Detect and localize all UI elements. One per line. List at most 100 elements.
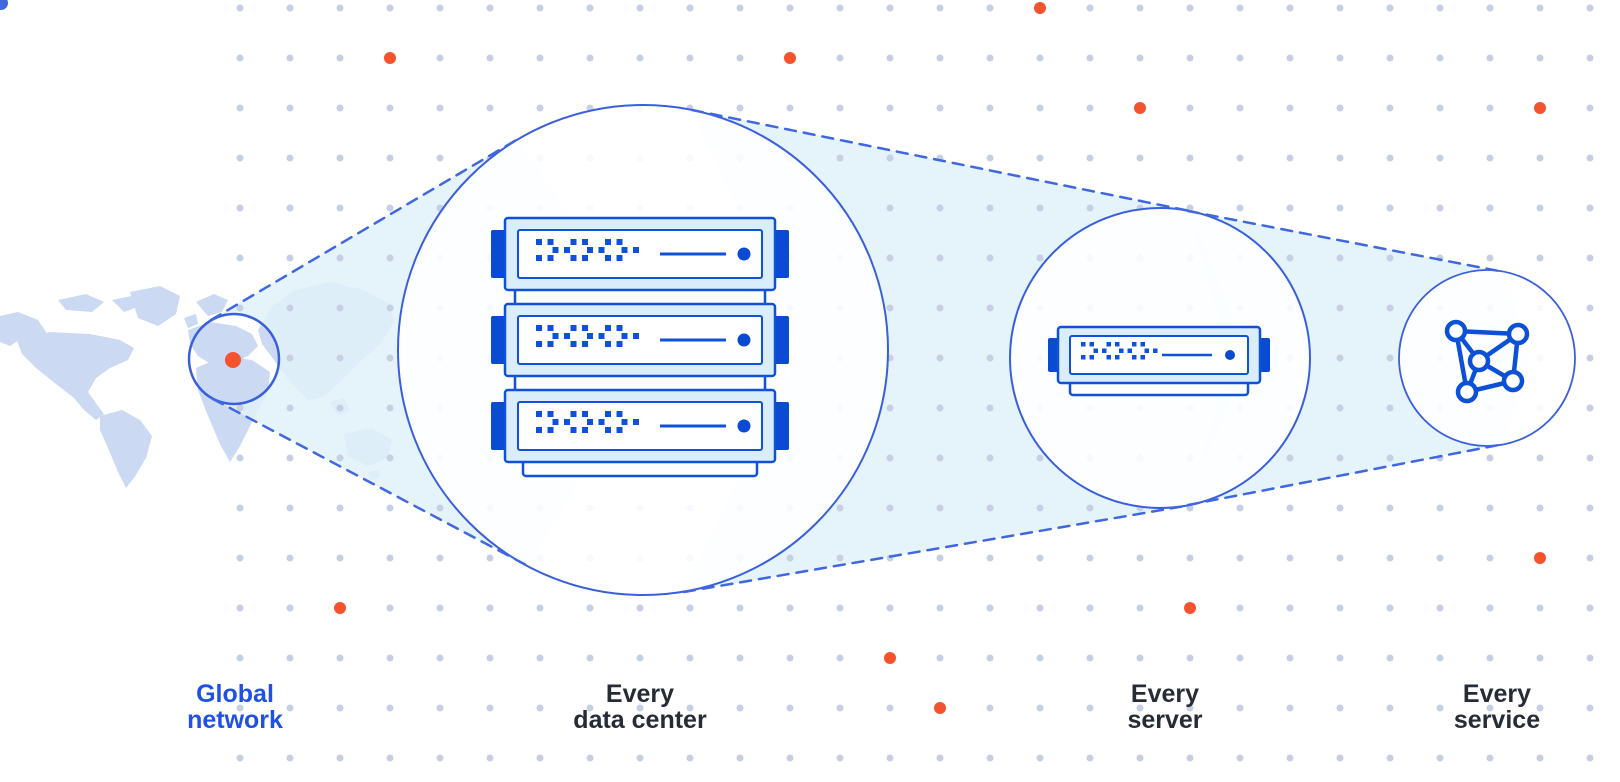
orange-dot (334, 602, 346, 614)
grid-dot (936, 604, 944, 612)
grid-dot (936, 504, 944, 512)
grid-dot (836, 704, 844, 712)
grid-dot (1336, 554, 1344, 562)
vent-pattern-square (1106, 355, 1111, 360)
grid-dot (836, 554, 844, 562)
grid-dot (736, 54, 744, 62)
label-line: Every (605, 680, 675, 708)
grid-dot (536, 754, 544, 762)
vent-pattern-square (582, 239, 588, 245)
grid-dot (1436, 654, 1444, 662)
vent-pattern-square (547, 411, 554, 417)
grid-dot (1236, 154, 1244, 162)
grid-dot (1536, 204, 1544, 212)
vent-pattern-square (1081, 342, 1086, 347)
grid-dot (636, 654, 644, 662)
vent-pattern-square (605, 255, 611, 261)
grid-dot (1436, 554, 1444, 562)
grid-dot (986, 154, 994, 162)
grid-dot (1036, 154, 1044, 162)
grid-dot (236, 304, 244, 312)
grid-dot (536, 604, 544, 612)
grid-dot (786, 554, 794, 562)
grid-dot (1036, 654, 1044, 662)
grid-dot (1236, 604, 1244, 612)
single-server-icon (1048, 325, 1270, 397)
grid-dot (1586, 54, 1594, 62)
vent-pattern-square (616, 239, 623, 245)
grid-dot (1286, 604, 1294, 612)
grid-dot (1586, 104, 1594, 112)
continent-shape (58, 294, 104, 312)
vent-pattern-square (1132, 355, 1137, 360)
vent-pattern-square (570, 411, 577, 417)
vent-pattern-square (536, 341, 542, 347)
grid-dot (936, 654, 944, 662)
vent-pattern-square (1089, 342, 1094, 347)
grid-dot (986, 554, 994, 562)
vent-pattern-square (605, 239, 611, 245)
grid-dot (886, 504, 894, 512)
vent-pattern-square (547, 341, 554, 347)
grid-dot (1386, 404, 1394, 412)
grid-dot (1536, 754, 1544, 762)
grid-dot (286, 354, 294, 362)
label-line: server (1127, 706, 1203, 734)
vent-pattern-square (570, 255, 577, 261)
grid-dot (1336, 104, 1344, 112)
orange-dot (384, 52, 396, 64)
grid-dot (436, 104, 444, 112)
label-line: data center (573, 706, 707, 734)
grid-dot (1586, 404, 1594, 412)
grid-dot (386, 254, 394, 262)
grid-dot (686, 754, 694, 762)
grid-dot (1086, 504, 1094, 512)
grid-dot (1036, 554, 1044, 562)
grid-dot (936, 54, 944, 62)
grid-dot (1486, 704, 1494, 712)
grid-dot (1236, 554, 1244, 562)
vent-pattern-square (605, 341, 611, 347)
grid-dot (986, 604, 994, 612)
grid-dot (1036, 704, 1044, 712)
label-every-server: Every server (1127, 681, 1202, 733)
grid-dot (1386, 304, 1394, 312)
orange-dot (1534, 552, 1546, 564)
grid-dot (1286, 754, 1294, 762)
grid-dot (386, 104, 394, 112)
grid-dot (1436, 54, 1444, 62)
grid-dot (986, 254, 994, 262)
grid-dot (836, 104, 844, 112)
grid-dot (1586, 704, 1594, 712)
grid-dot (236, 604, 244, 612)
grid-dot (1036, 104, 1044, 112)
grid-dot (1386, 204, 1394, 212)
server-led-dot (737, 247, 751, 261)
zoom-dashed-line (1186, 209, 1506, 274)
grid-dot (1586, 354, 1594, 362)
grid-dot (1536, 604, 1544, 612)
vent-pattern-square (570, 341, 577, 347)
grid-dot (1386, 354, 1394, 362)
grid-dot (1286, 504, 1294, 512)
grid-dot (336, 704, 344, 712)
grid-dot (1236, 4, 1244, 12)
continent-shape (16, 332, 134, 420)
grid-dot (1136, 154, 1144, 162)
grid-dot (936, 354, 944, 362)
grid-dot (436, 54, 444, 62)
grid-dot (886, 304, 894, 312)
grid-dot (1386, 504, 1394, 512)
grid-dot (1486, 4, 1494, 12)
vent-pattern-square (1115, 355, 1120, 360)
grid-dot (1036, 254, 1044, 262)
label-line: Every (1130, 680, 1200, 708)
grid-dot (1236, 654, 1244, 662)
orange-dot (1534, 102, 1546, 114)
vent-pattern-square (1102, 348, 1107, 353)
grid-dot (886, 704, 894, 712)
grid-dot (1336, 254, 1344, 262)
grid-dot (1086, 104, 1094, 112)
grid-dot (636, 4, 644, 12)
